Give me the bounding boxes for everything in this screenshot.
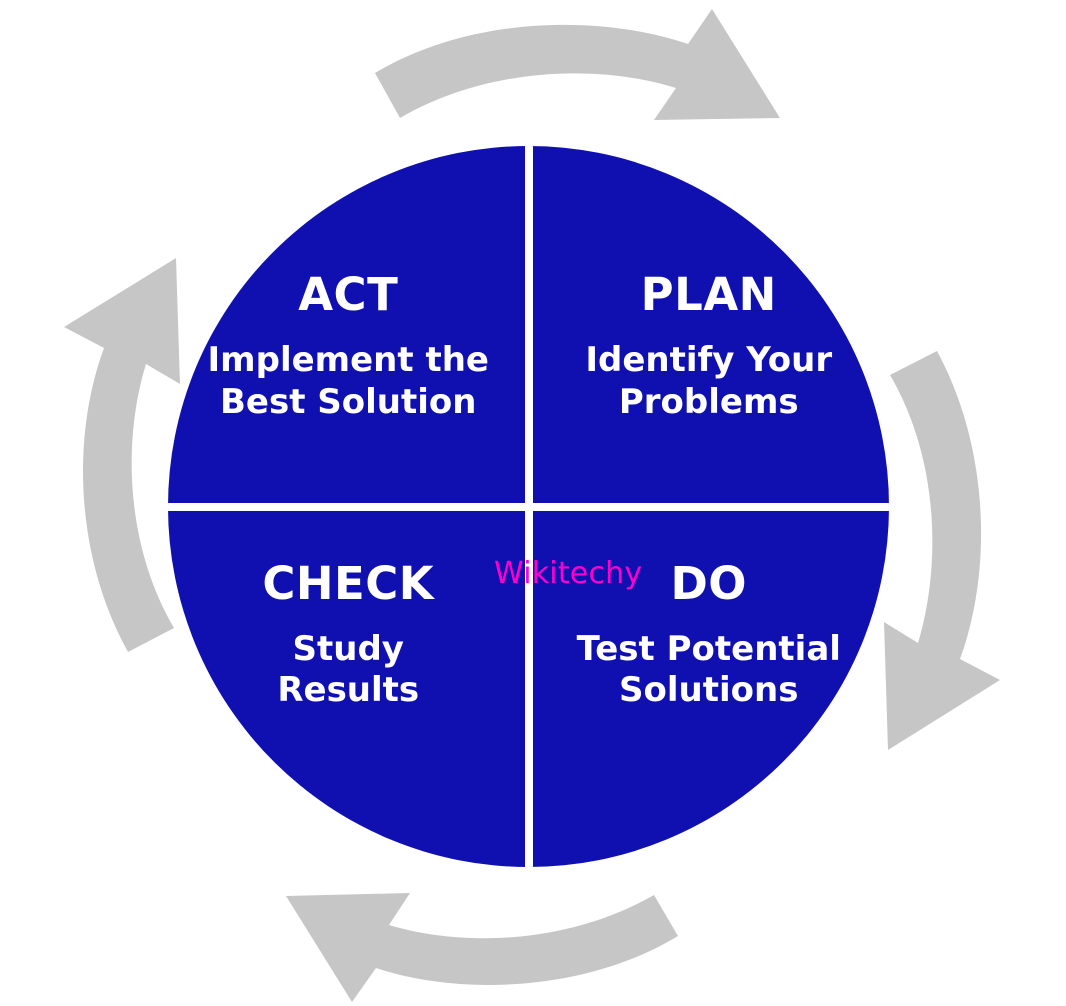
curved-arrow-down-icon	[884, 351, 1000, 750]
quadrant-do-description: Test Potential Solutions	[576, 628, 841, 711]
quadrant-act[interactable]: ACT Implement the Best Solution	[168, 146, 529, 507]
quadrant-plan-title: PLAN	[640, 268, 777, 321]
quadrant-check-description: Study Results	[277, 628, 420, 711]
quadrant-do[interactable]: DO Test Potential Solutions	[529, 507, 890, 868]
quadrant-plan[interactable]: PLAN Identify Your Problems	[529, 146, 890, 507]
quadrant-act-description: Implement the Best Solution	[207, 340, 489, 422]
curved-arrow-right-icon	[375, 9, 780, 120]
quadrant-check-title: CHECK	[262, 556, 435, 610]
quadrant-plan-description: Identify Your Problems	[585, 340, 833, 422]
curved-arrow-up-icon	[64, 258, 180, 652]
divider-horizontal	[168, 502, 889, 511]
pdca-circle: ACT Implement the Best Solution PLAN Ide…	[168, 146, 889, 867]
curved-arrow-left-icon	[286, 893, 678, 1002]
quadrant-act-title: ACT	[298, 268, 399, 321]
quadrant-check[interactable]: CHECK Study Results	[168, 507, 529, 868]
quadrant-do-title: DO	[670, 556, 748, 610]
watermark: Wikitechy	[494, 556, 643, 591]
